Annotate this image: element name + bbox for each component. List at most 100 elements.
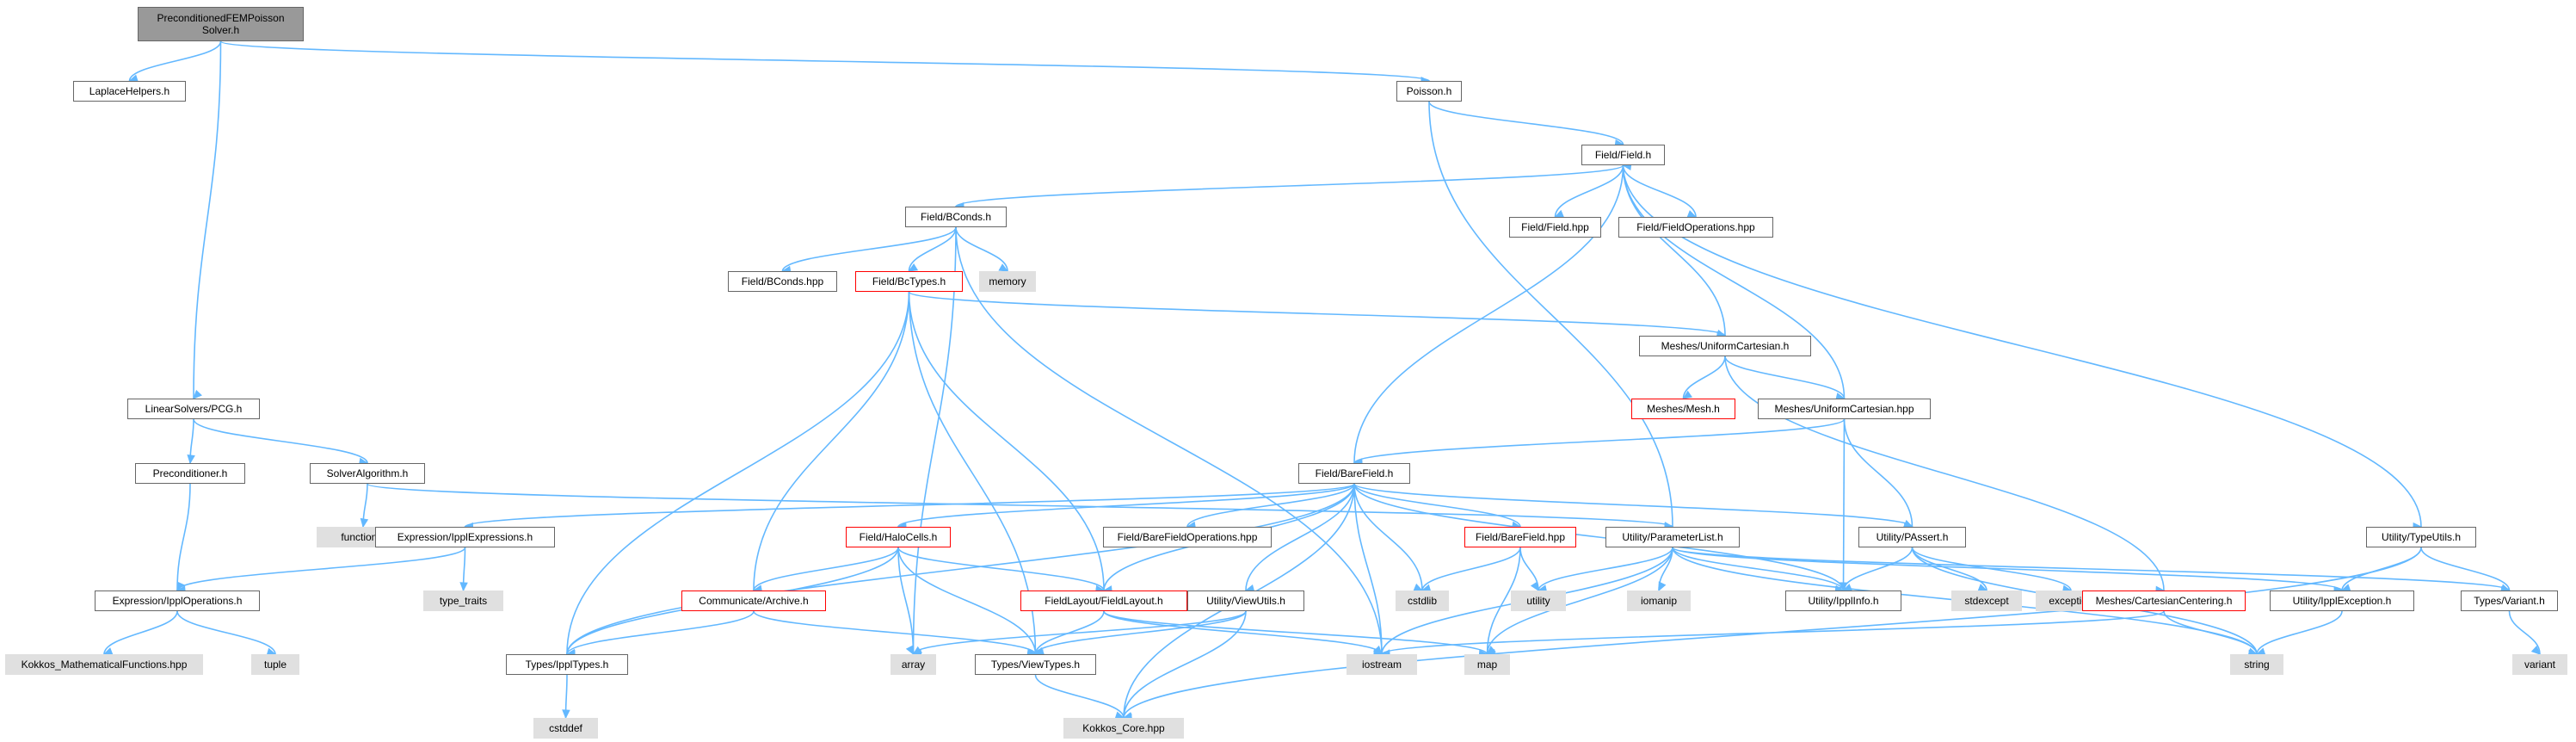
arrowhead-array (905, 645, 915, 656)
node-uc-hpp[interactable]: Meshes/UniformCartesian.hpp (1758, 399, 1931, 419)
edge-barefield_h-to-passert (1353, 483, 1914, 528)
node-paramlist[interactable]: Utility/ParameterList.h (1605, 527, 1740, 547)
node-field-h[interactable]: Field/Field.h (1581, 145, 1665, 165)
edge-barefield_h-to-cstdlib (1353, 483, 1423, 591)
node-precond[interactable]: Preconditioner.h (135, 463, 245, 484)
node-solveralg[interactable]: SolverAlgorithm.h (310, 463, 425, 484)
arrowhead-iomanip (1658, 581, 1667, 592)
edge-fieldlayout-to-iostream (1103, 610, 1383, 655)
edge-uc_h-to-uc_hpp (1724, 356, 1846, 399)
edge-uc_hpp-to-barefield_h (1353, 418, 1846, 464)
node-viewutils[interactable]: Utility/ViewUtils.h (1187, 591, 1304, 611)
edge-bconds_h-to-memory (955, 226, 1008, 272)
edge-field_h-to-barefield_h (1353, 164, 1624, 464)
edge-halocells-to-viewtypes (897, 547, 1037, 655)
edge-paramlist-to-ipplexc (1672, 547, 2343, 591)
arrowhead-pcg (193, 389, 202, 399)
arrowhead-variant (2530, 646, 2541, 655)
node-kokkos-core: Kokkos_Core.hpp (1063, 718, 1184, 739)
edge-root-to-laplace (128, 40, 222, 82)
node-iomanip: iomanip (1627, 591, 1691, 611)
edge-solveralg-to-paramlist (367, 483, 1673, 528)
edge-passert-to-stdexcept (1911, 547, 1987, 591)
edge-barefield_h-to-halocells (897, 483, 1355, 528)
edge-paramlist-to-utility (1538, 547, 1673, 591)
node-poisson[interactable]: Poisson.h (1396, 81, 1462, 102)
node-field-ops[interactable]: Field/FieldOperations.hpp (1618, 217, 1773, 238)
edge-viewutils-to-array (912, 610, 1247, 655)
edge-expr_ippl-to-expr_ops (176, 547, 466, 591)
node-ipplexc[interactable]: Utility/IpplException.h (2270, 591, 2414, 611)
edge-fieldlayout-to-map (1103, 610, 1488, 655)
node-iostream: iostream (1347, 654, 1417, 675)
node-mesh-h[interactable]: Meshes/Mesh.h (1631, 399, 1735, 419)
node-passert[interactable]: Utility/PAssert.h (1858, 527, 1966, 547)
edge-root-to-poisson (219, 40, 1430, 82)
edge-pcg-to-solveralg (193, 418, 368, 464)
edge-halocells-to-archive (753, 547, 899, 591)
edge-bctypes-to-iptypes (566, 291, 910, 655)
edge-field_h-to-field_ops (1622, 164, 1697, 218)
edge-uc_hpp-to-passert (1843, 418, 1914, 528)
edge-ipplexc-to-string (2256, 610, 2343, 655)
node-ipplinfo[interactable]: Utility/IpplInfo.h (1785, 591, 1901, 611)
node-stdexcept: stdexcept (1951, 591, 2022, 611)
edge-barefield_h-to-barefield_hpp (1353, 483, 1521, 528)
edge-barefield_h-to-iptypes (566, 483, 1355, 655)
node-viewtypes[interactable]: Types/ViewTypes.h (975, 654, 1096, 675)
node-bf-ops[interactable]: Field/BareFieldOperations.hpp (1103, 527, 1272, 547)
node-typeutils[interactable]: Utility/TypeUtils.h (2366, 527, 2476, 547)
edge-paramlist-to-map (1486, 547, 1673, 655)
edge-field_h-to-uc_h (1622, 164, 1726, 337)
edge-cartcent-to-string (2163, 610, 2258, 655)
edge-passert-to-exception (1911, 547, 2072, 591)
edge-viewtypes-to-kokkos_core (1034, 674, 1125, 719)
edge-halocells-to-array (897, 547, 915, 655)
edge-bctypes-to-fieldlayout (908, 291, 1105, 591)
edge-barefield_h-to-iostream (1353, 483, 1383, 655)
edge-cartcent-to-iostream (1381, 610, 2165, 655)
edge-archive-to-viewtypes (753, 610, 1037, 655)
node-utility: utility (1511, 591, 1566, 611)
edge-bctypes-to-viewtypes (908, 291, 1037, 655)
arrowhead-memory (998, 263, 1009, 272)
arrowhead-utility (1530, 581, 1539, 592)
edge-field_h-to-field_hpp (1554, 164, 1624, 218)
edge-expr_ops-to-kokkos_math (103, 610, 178, 655)
edge-barefield_h-to-ipplinfo (1353, 483, 1845, 591)
edge-field_h-to-bconds_h (955, 164, 1624, 207)
edge-bconds_h-to-bconds_hpp (781, 226, 957, 272)
node-archive[interactable]: Communicate/Archive.h (681, 591, 826, 611)
edge-variant_h-to-variant (2508, 610, 2541, 655)
edge-precond-to-expr_ops (176, 483, 191, 591)
node-bconds-h[interactable]: Field/BConds.h (905, 207, 1007, 227)
node-expr-ops[interactable]: Expression/IpplOperations.h (95, 591, 260, 611)
node-barefield-hpp[interactable]: Field/BareField.hpp (1464, 527, 1576, 547)
arrowhead-mesh_h (1682, 390, 1693, 399)
edge-uc_hpp-to-field_h (1622, 164, 1846, 399)
node-fieldlayout[interactable]: FieldLayout/FieldLayout.h (1020, 591, 1187, 611)
node-laplace[interactable]: LaplaceHelpers.h (73, 81, 186, 102)
edge-passert-to-ipplinfo (1842, 547, 1914, 591)
node-uc-h[interactable]: Meshes/UniformCartesian.h (1639, 336, 1811, 356)
node-bctypes[interactable]: Field/BcTypes.h (855, 271, 963, 292)
edge-expr_ops-to-tuple (176, 610, 276, 655)
node-array: array (891, 654, 936, 675)
node-kokkos-math: Kokkos_MathematicalFunctions.hpp (5, 654, 203, 675)
node-bconds-hpp[interactable]: Field/BConds.hpp (728, 271, 837, 292)
node-halocells[interactable]: Field/HaloCells.h (846, 527, 951, 547)
node-tuple: tuple (251, 654, 299, 675)
edge-halocells-to-fieldlayout (897, 547, 1105, 591)
edge-paramlist-to-variant_h (1672, 547, 2511, 591)
node-pcg[interactable]: LinearSolvers/PCG.h (127, 399, 260, 419)
node-expr-ippl[interactable]: Expression/IpplExpressions.h (375, 527, 555, 547)
node-cartcent[interactable]: Meshes/CartesianCentering.h (2082, 591, 2246, 611)
edge-archive-to-iptypes (566, 610, 755, 655)
node-variant-h[interactable]: Types/Variant.h (2461, 591, 2558, 611)
node-barefield-h[interactable]: Field/BareField.h (1298, 463, 1410, 484)
node-field-hpp[interactable]: Field/Field.hpp (1509, 217, 1601, 238)
node-memory: memory (979, 271, 1036, 292)
node-iptypes[interactable]: Types/IpplTypes.h (506, 654, 628, 675)
